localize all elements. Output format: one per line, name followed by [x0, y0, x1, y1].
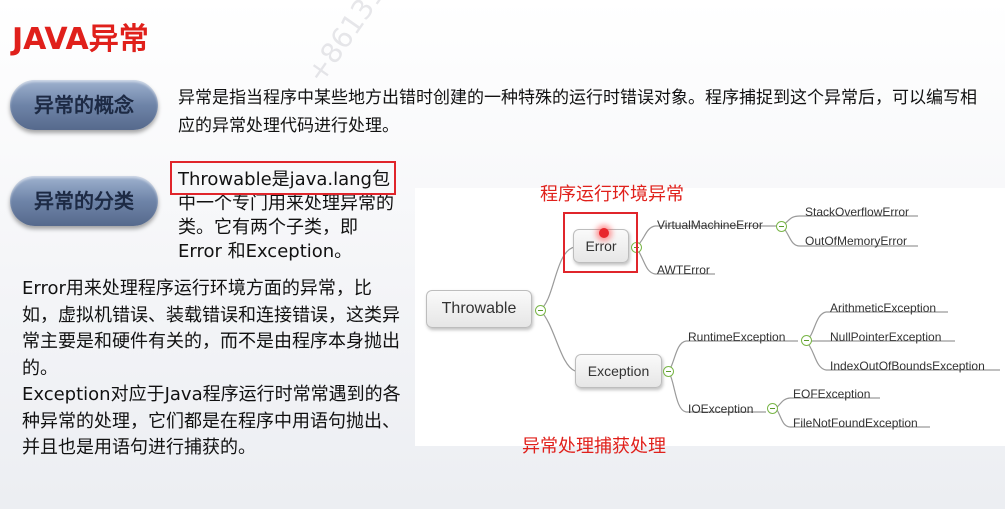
node-arithmetic-exception: ArithmeticException — [830, 301, 937, 315]
caption-exception-handling: 异常处理捕获处理 — [522, 436, 666, 457]
classification-label: 异常的分类 — [10, 176, 158, 226]
node-awt-error: AWTError — [657, 263, 710, 277]
node-runtime-exception: RuntimeException — [688, 330, 786, 344]
collapse-toggle-icon[interactable] — [767, 403, 778, 414]
slide-title: JAVA异常 — [12, 22, 149, 57]
node-stack-overflow-error: StackOverflowError — [805, 205, 910, 219]
node-null-pointer-exception: NullPointerException — [830, 330, 942, 344]
node-virtual-machine-error: VirtualMachineError — [657, 218, 763, 232]
node-file-not-found-exception: FileNotFoundException — [793, 416, 918, 430]
node-out-of-memory-error: OutOfMemoryError — [805, 234, 908, 248]
node-throwable: Throwable — [426, 290, 532, 328]
error-highlight-box — [563, 212, 638, 273]
node-index-out-of-bounds-exception: IndexOutOfBoundsException — [830, 359, 985, 373]
error-exception-text: Error用来处理程序运行环境方面的异常，比如，虚拟机错误、装载错误和连接错误，… — [22, 276, 402, 462]
throwable-text: Throwable是java.lang包中一个专门用来处理异常的类。它有两个子类… — [178, 169, 394, 262]
exception-description: Exception对应于Java程序运行时常常遇到的各种异常的处理，它们都是在程… — [22, 384, 401, 458]
node-exception: Exception — [575, 354, 662, 388]
collapse-toggle-icon[interactable] — [776, 221, 787, 232]
pointer-dot-icon — [599, 228, 609, 238]
node-io-exception: IOException — [688, 402, 754, 416]
throwable-highlight-box — [170, 161, 396, 195]
concept-text: 异常是指当程序中某些地方出错时创建的一种特殊的运行时错误对象。程序捕捉到这个异常… — [178, 88, 977, 136]
error-description: Error用来处理程序运行环境方面的异常，比如，虚拟机错误、装载错误和连接错误，… — [22, 278, 400, 379]
caption-runtime-environment: 程序运行环境异常 — [540, 184, 684, 205]
collapse-toggle-icon[interactable] — [663, 366, 674, 377]
concept-label: 异常的概念 — [10, 80, 158, 130]
collapse-toggle-icon[interactable] — [535, 305, 546, 316]
collapse-toggle-icon[interactable] — [801, 335, 812, 346]
node-eof-exception: EOFException — [793, 387, 871, 401]
